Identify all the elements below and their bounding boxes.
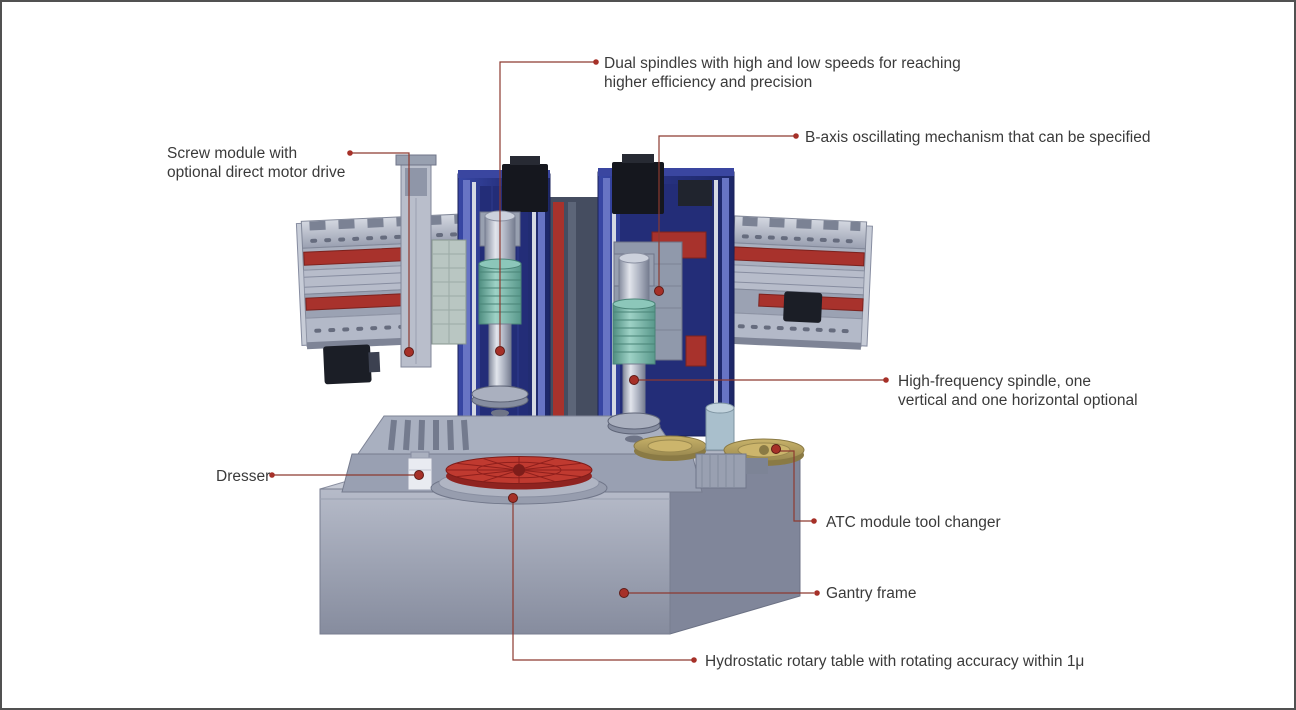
callout-dot-screw-module [404,347,414,357]
label-dot-screw-module [347,150,353,156]
callout-dot-rotary-table [508,493,518,503]
label-line: ATC module tool changer [826,514,1001,531]
label-line: B-axis oscillating mechanism that can be… [805,129,1151,146]
right-spindle [607,252,661,443]
label-dot-b-axis [793,133,799,139]
atc-assembly [633,402,805,489]
label-dot-atc [811,518,817,524]
label-dot-rotary-table [691,657,697,663]
callout-dot-high-frequency-spindle [629,375,639,385]
label-dot-dual-spindles [593,59,599,65]
label-dot-high-frequency-spindle [883,377,889,383]
label-line: optional direct motor drive [167,164,346,181]
rotary-table [430,456,608,505]
label-line: Dresser [216,468,271,485]
callout-line-dual-spindles [499,61,594,346]
callout-label-gantry-frame: Gantry frame [826,584,916,603]
callout-label-dresser: Dresser [216,467,270,486]
callout-dot-gantry-frame [619,588,629,598]
callout-label-b-axis: B-axis oscillating mechanism that can be… [805,128,1150,147]
callout-label-rotary-table: Hydrostatic rotary table with rotating a… [705,652,1084,671]
screw-module-tower [395,154,437,368]
label-dot-dresser [269,472,275,478]
callout-line-rotary-table [512,502,692,661]
callout-label-atc: ATC module tool changer [826,513,1001,532]
between-columns-backdrop [548,197,600,442]
callout-dot-dresser [414,470,424,480]
callout-line-b-axis [658,135,794,286]
label-line: higher efficiency and precision [604,74,813,91]
label-line: Gantry frame [826,585,917,602]
callout-dot-b-axis [654,286,664,296]
label-line: Dual spindles with high and low speeds f… [604,55,961,72]
callout-dot-dual-spindles [495,346,505,356]
label-line: Hydrostatic rotary table with rotating a… [705,653,1085,670]
callout-label-screw-module: Screw module with optional direct motor … [167,144,345,182]
callout-label-dual-spindles: Dual spindles with high and low speeds f… [604,54,961,92]
callout-dot-atc [771,444,781,454]
label-dot-gantry-frame [814,590,820,596]
callout-line-screw-module [352,152,410,347]
label-line: Screw module with [167,145,298,162]
callout-label-high-frequency-spindle: High-frequency spindle, one vertical and… [898,372,1138,410]
machine-right-beam [728,215,873,350]
ballscrew-cover-plate [431,239,467,345]
label-line: vertical and one horizontal optional [898,392,1138,409]
label-line: High-frequency spindle, one [898,373,1092,390]
callout-line-atc [778,450,812,522]
